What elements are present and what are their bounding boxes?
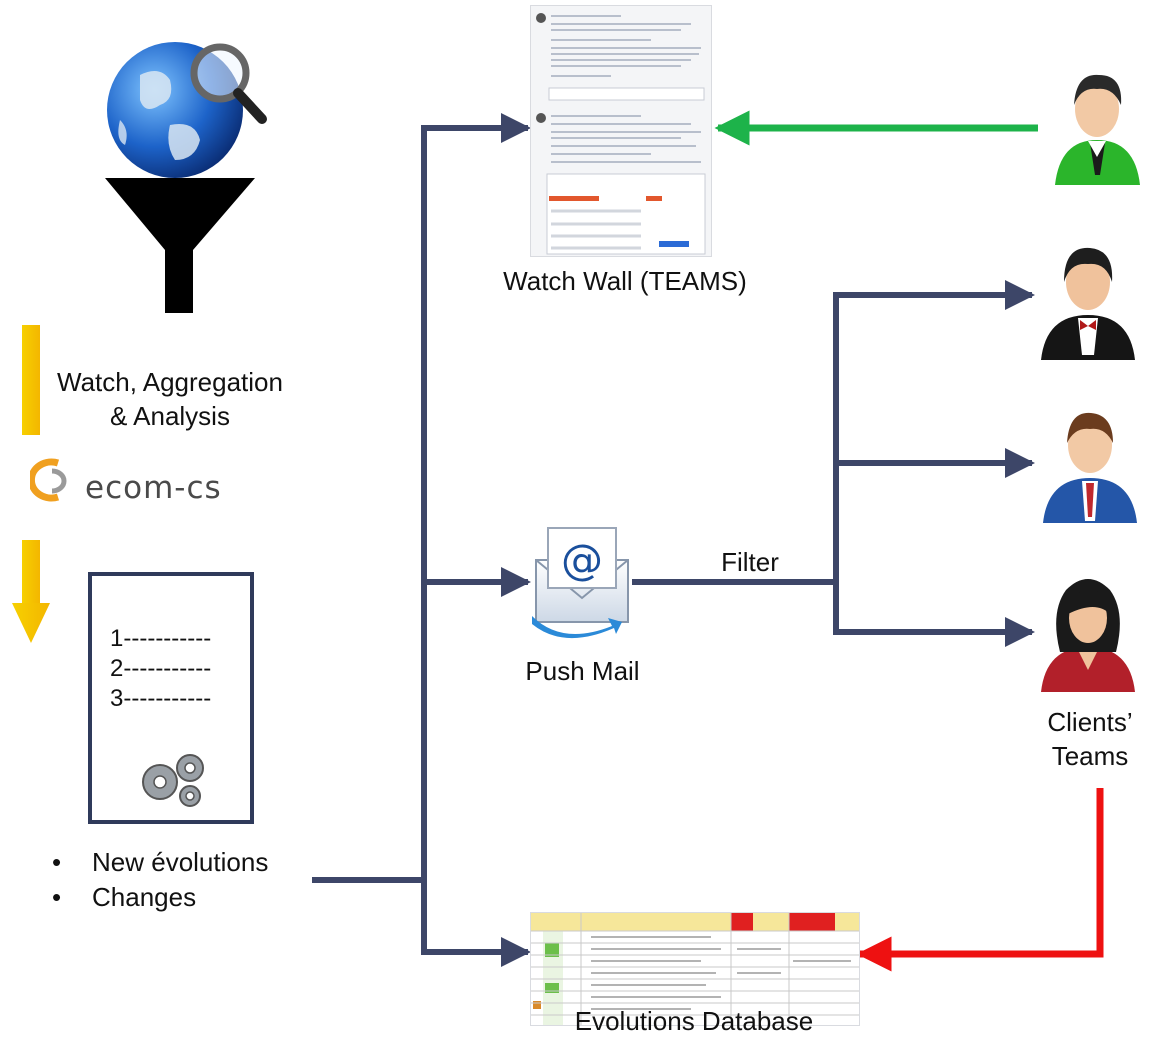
checklist-line-2: 2----------- (110, 655, 212, 682)
checklist-document: 1----------- 2----------- 3----------- (88, 572, 254, 824)
checklist-line-3: 3----------- (110, 685, 212, 712)
checklist-line-1: 1----------- (110, 625, 212, 652)
globe-magnifier-icon (107, 42, 267, 178)
push-mail-label: Push Mail (525, 656, 640, 686)
email-envelope-icon: @ (532, 527, 629, 639)
evolutions-database-screenshot (530, 912, 860, 1026)
spreadsheet-thumbnail (531, 913, 859, 1025)
evolutions-database-label: Evolutions Database (574, 1006, 814, 1036)
down-arrow-icon (12, 325, 50, 643)
user-woman-icon (1041, 579, 1135, 692)
watch-wall-screenshot (530, 5, 712, 257)
arrow-red-feedback (856, 788, 1104, 972)
user-tuxedo-icon (1041, 247, 1135, 360)
bullet-item: •Changes (52, 882, 197, 912)
watch-aggregation-label: Watch, Aggregation & Analysis (57, 367, 283, 431)
user-blue-icon (1043, 412, 1137, 523)
bullet-list: •New évolutions •Changes (52, 845, 268, 915)
user-green-icon (1055, 74, 1140, 185)
gears-icon (142, 754, 204, 807)
bullet-item: •New évolutions (52, 847, 269, 877)
watch-wall-label: Watch Wall (TEAMS) (503, 266, 747, 296)
watch-wall-thumbnail (531, 6, 711, 256)
clients-teams-label: Clients’ Teams (1047, 707, 1133, 771)
filter-label: Filter (721, 547, 779, 577)
svg-text:@: @ (561, 535, 603, 584)
ecom-cs-logo (30, 458, 67, 502)
funnel-icon (105, 178, 255, 313)
ecom-cs-logo-text: ecom-cs (85, 470, 222, 506)
